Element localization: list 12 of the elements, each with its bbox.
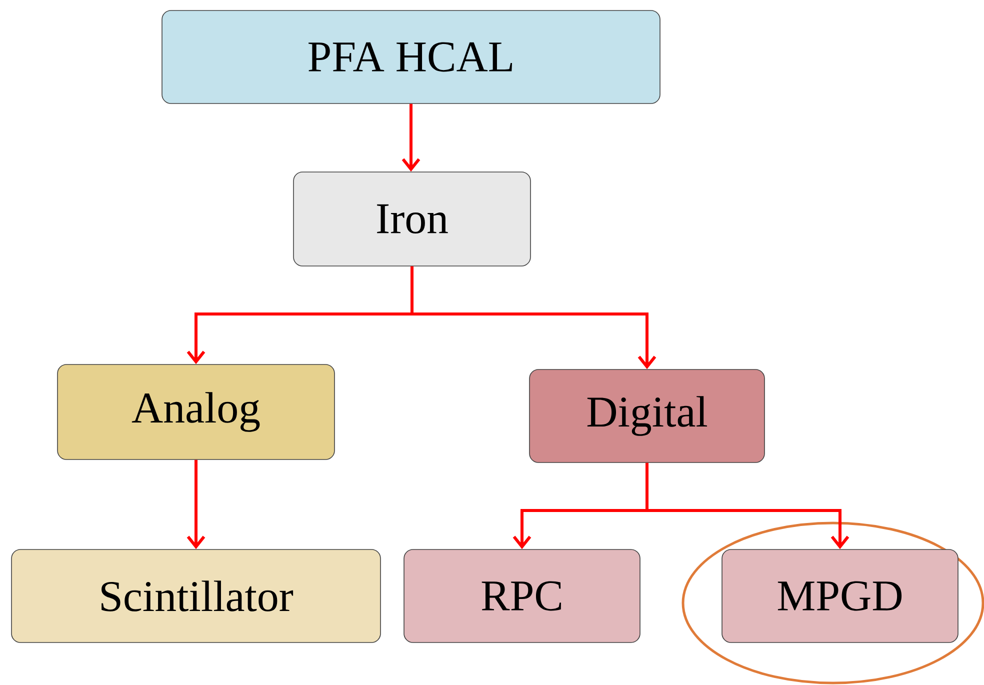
arrow (646, 462, 850, 550)
process-box: Analog (57, 364, 335, 460)
arrow (186, 460, 206, 550)
process-box: PFA HCAL (162, 10, 660, 104)
process-box: Scintillator (11, 549, 381, 643)
process-box: Digital (529, 369, 765, 463)
process-box: Iron (293, 172, 531, 266)
process-box: RPC (404, 549, 640, 643)
arrow (410, 266, 656, 370)
arrow (402, 104, 420, 172)
process-box: MPGD (722, 549, 958, 643)
highlight-ellipse (682, 522, 984, 684)
